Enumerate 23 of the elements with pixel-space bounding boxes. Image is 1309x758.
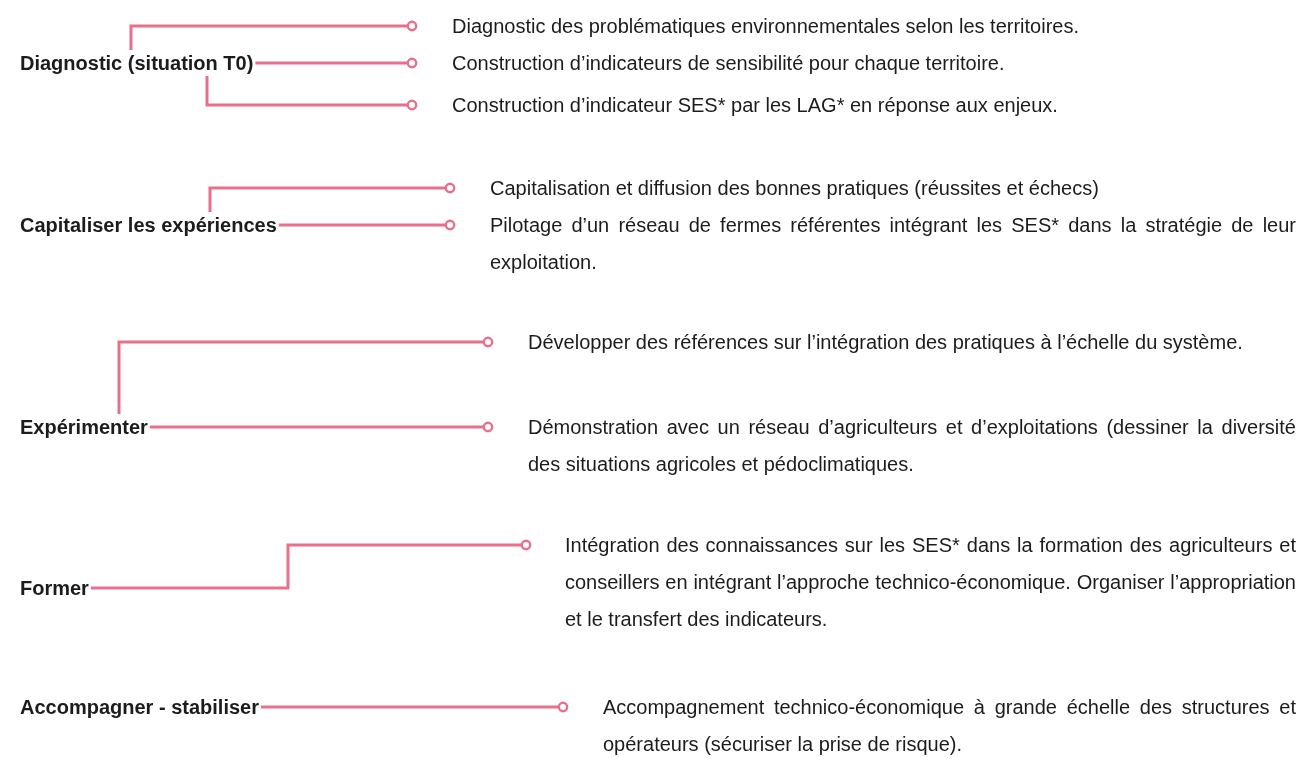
connector-line [208, 182, 456, 212]
section-heading: Expérimenter [20, 414, 148, 440]
section-heading: Capitaliser les expériences [20, 212, 277, 238]
description-text: Capitalisation et diffusion des bonnes pratiques (réussites et échecs) [455, 169, 1296, 207]
connector-line [260, 701, 569, 713]
description-text: Construction d’indicateur SES* par les LAG* en réponse aux enjeux. [417, 86, 1296, 124]
connector-line [205, 76, 418, 111]
description-text: Construction d’indicateurs de sensibilité pour chaque territoire. [417, 44, 1296, 82]
description-text: Développer des références sur l’intégration des pratiques à l’échelle du système. [493, 323, 1296, 361]
connector-line [278, 219, 456, 231]
connector-line [117, 336, 494, 414]
section-heading: Former [20, 575, 89, 601]
section-heading: Diagnostic (situation T0) [20, 50, 254, 76]
connector-line [255, 57, 418, 69]
connector-line [129, 20, 418, 50]
connector-line [149, 421, 494, 433]
description-text: Diagnostic des problématiques environnementales selon les territoires. [417, 7, 1296, 45]
section-heading: Accompagner - stabiliser [20, 694, 259, 720]
description-text: Intégration des connaissances sur les SES* dans la formation des agriculteurs et conseillers en intégrant l’approche technico-économique. Organiser l’appropriation et le transfert des indicateurs. [531, 526, 1296, 638]
description-text: Démonstration avec un réseau d’agriculteurs et d’exploitations (dessiner la diversité des situations agricoles et pédoclimatiques. [493, 408, 1296, 483]
description-text: Pilotage d’un réseau de fermes référentes intégrant les SES* dans la stratégie de leur exploitation. [455, 206, 1296, 281]
connector-line [90, 539, 532, 590]
description-text: Accompagnement technico-économique à grande échelle des structures et opérateurs (sécuriser la prise de risque). [568, 688, 1296, 758]
